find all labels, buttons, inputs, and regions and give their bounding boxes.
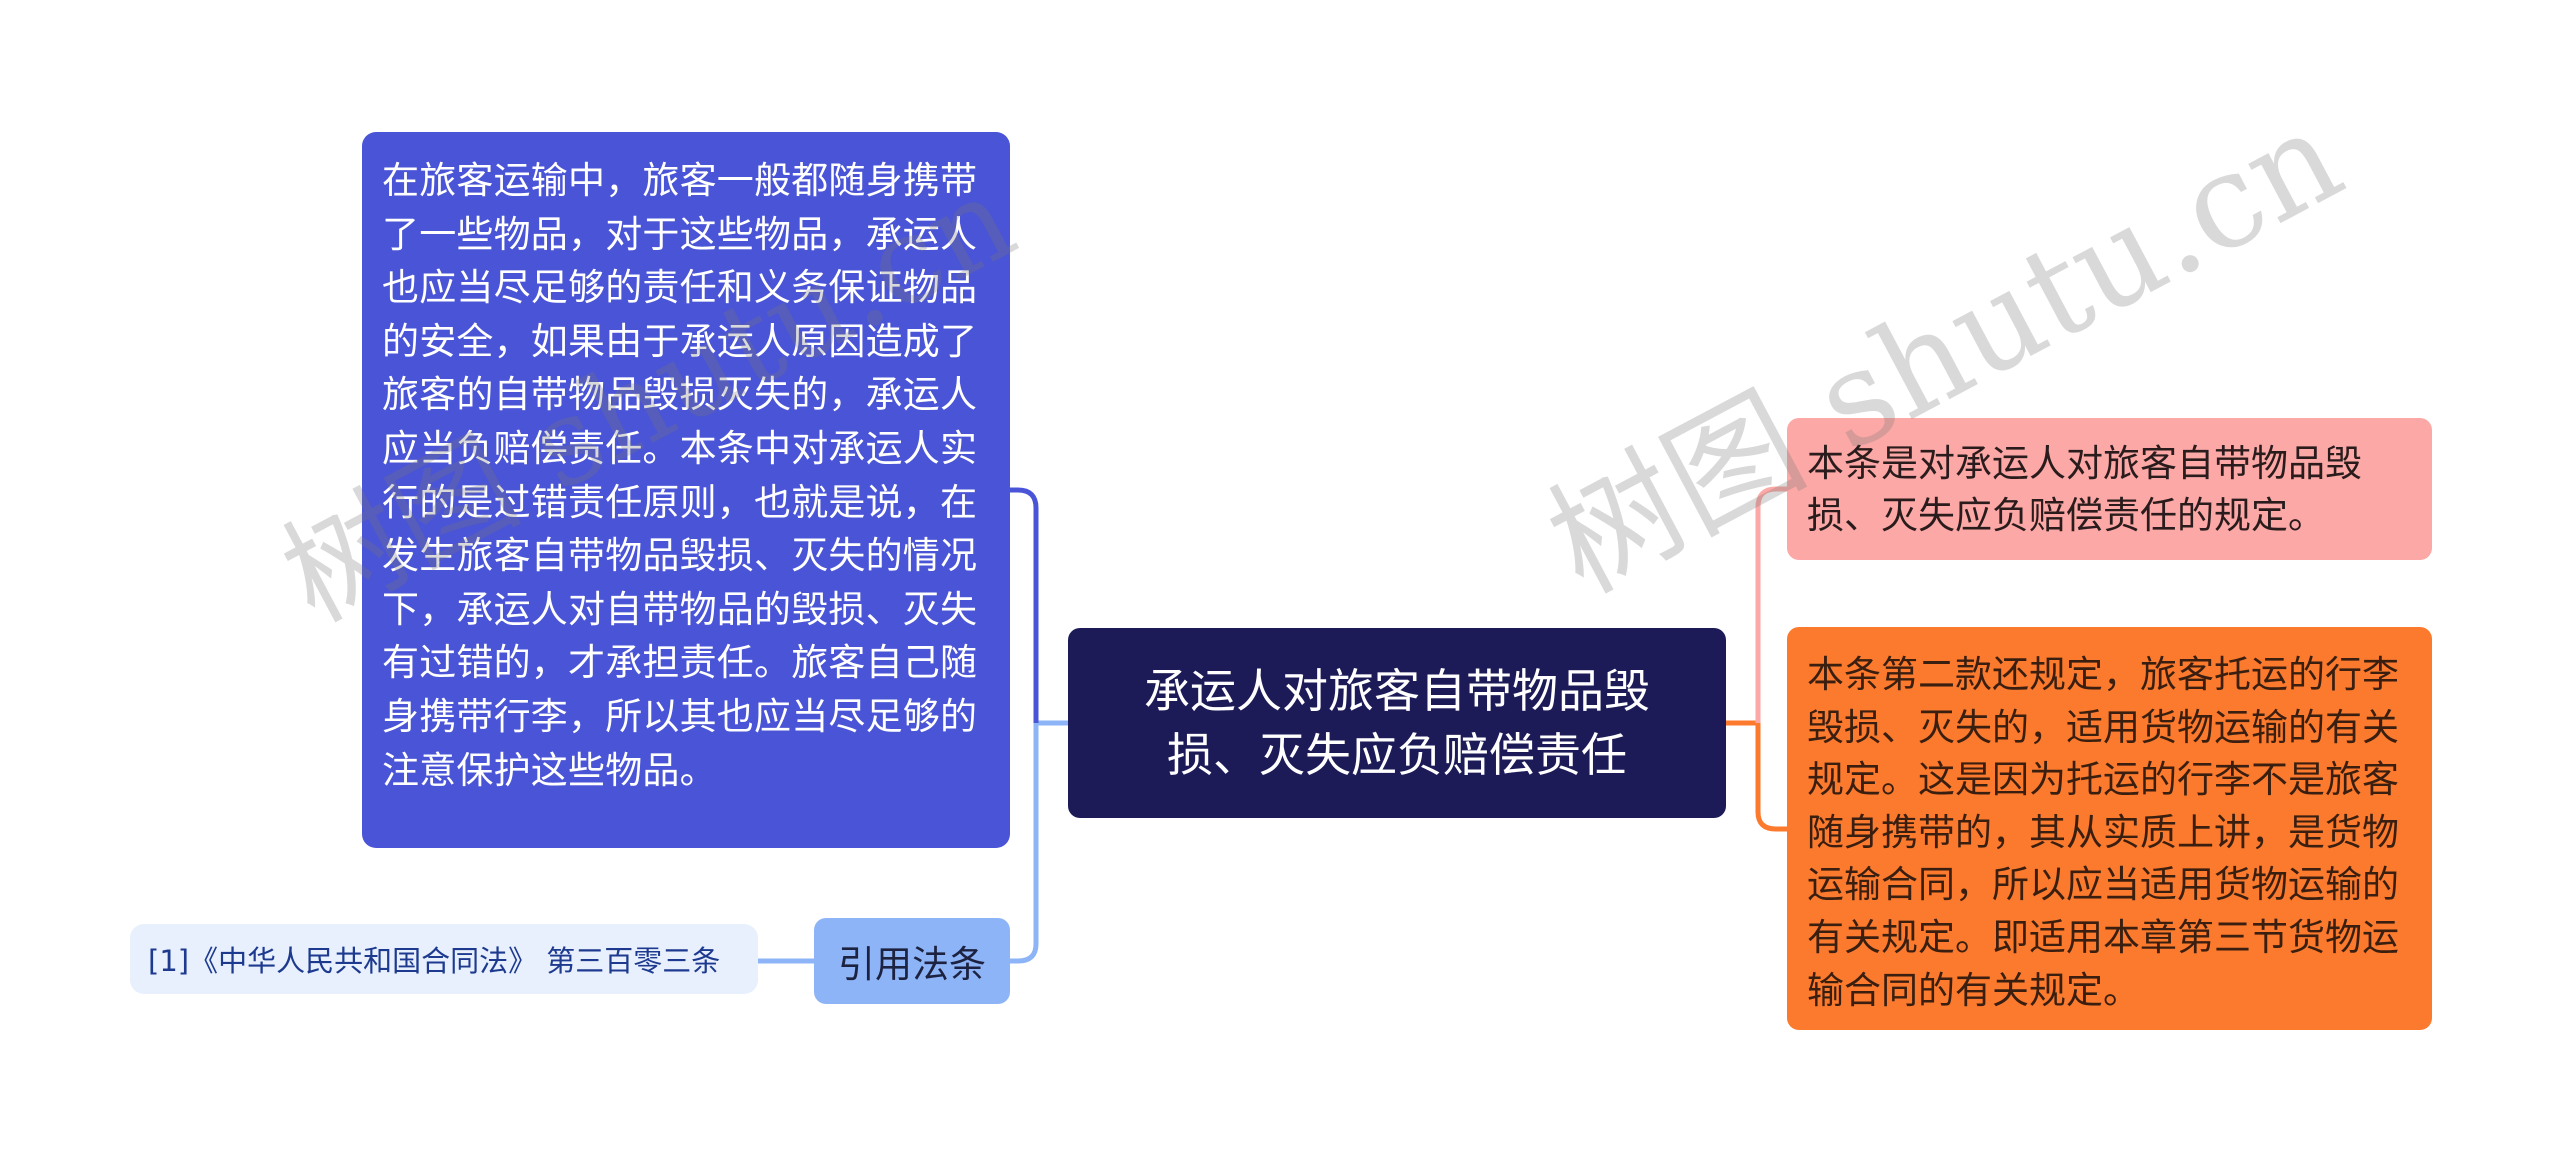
checked-luggage-node[interactable]: 本条第二款还规定，旅客托运的行李毁损、灭失的，适用货物运输的有关规定。这是因为托… xyxy=(1787,627,2432,1030)
connector-right-orange xyxy=(1755,723,1787,832)
summary-node-text: 本条是对承运人对旅客自带物品毁损、灭失应负赔偿责任的规定。 xyxy=(1807,442,2362,537)
law-reference-text: [1]《中华人民共和国合同法》 第三百零三条 xyxy=(148,944,721,978)
checked-luggage-text: 本条第二款还规定，旅客托运的行李毁损、灭失的，适用货物运输的有关规定。这是因为托… xyxy=(1807,653,2399,1012)
connector-right-pink xyxy=(1755,486,1787,723)
citation-node-label: 引用法条 xyxy=(838,943,986,986)
connector-left-citation xyxy=(1010,723,1039,964)
root-topic-node[interactable]: 承运人对旅客自带物品毁损、灭失应负赔偿责任 xyxy=(1068,628,1726,818)
citation-node[interactable]: 引用法条 xyxy=(814,918,1010,1004)
detail-node-text: 在旅客运输中，旅客一般都随身携带了一些物品，对于这些物品，承运人也应当尽足够的责… xyxy=(382,159,978,792)
detail-node-passenger-items[interactable]: 在旅客运输中，旅客一般都随身携带了一些物品，对于这些物品，承运人也应当尽足够的责… xyxy=(362,132,1010,848)
law-reference-node[interactable]: [1]《中华人民共和国合同法》 第三百零三条 xyxy=(130,924,758,994)
summary-node[interactable]: 本条是对承运人对旅客自带物品毁损、灭失应负赔偿责任的规定。 xyxy=(1787,418,2432,560)
connector-left-detail xyxy=(1010,487,1039,723)
root-topic-label: 承运人对旅客自带物品毁损、灭失应负赔偿责任 xyxy=(1144,664,1650,782)
